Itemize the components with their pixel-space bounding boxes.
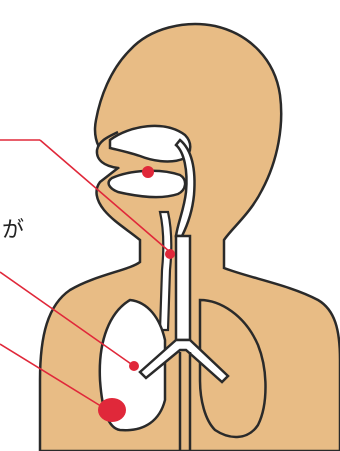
- bronchus-marker: [129, 361, 139, 371]
- nasal-cavity-marker: [142, 166, 154, 178]
- trachea: [176, 236, 190, 340]
- label-fragment-ga: が: [2, 212, 24, 244]
- esophagus: [160, 212, 171, 330]
- stomach-marker: [98, 398, 126, 422]
- throat-marker: [165, 249, 175, 259]
